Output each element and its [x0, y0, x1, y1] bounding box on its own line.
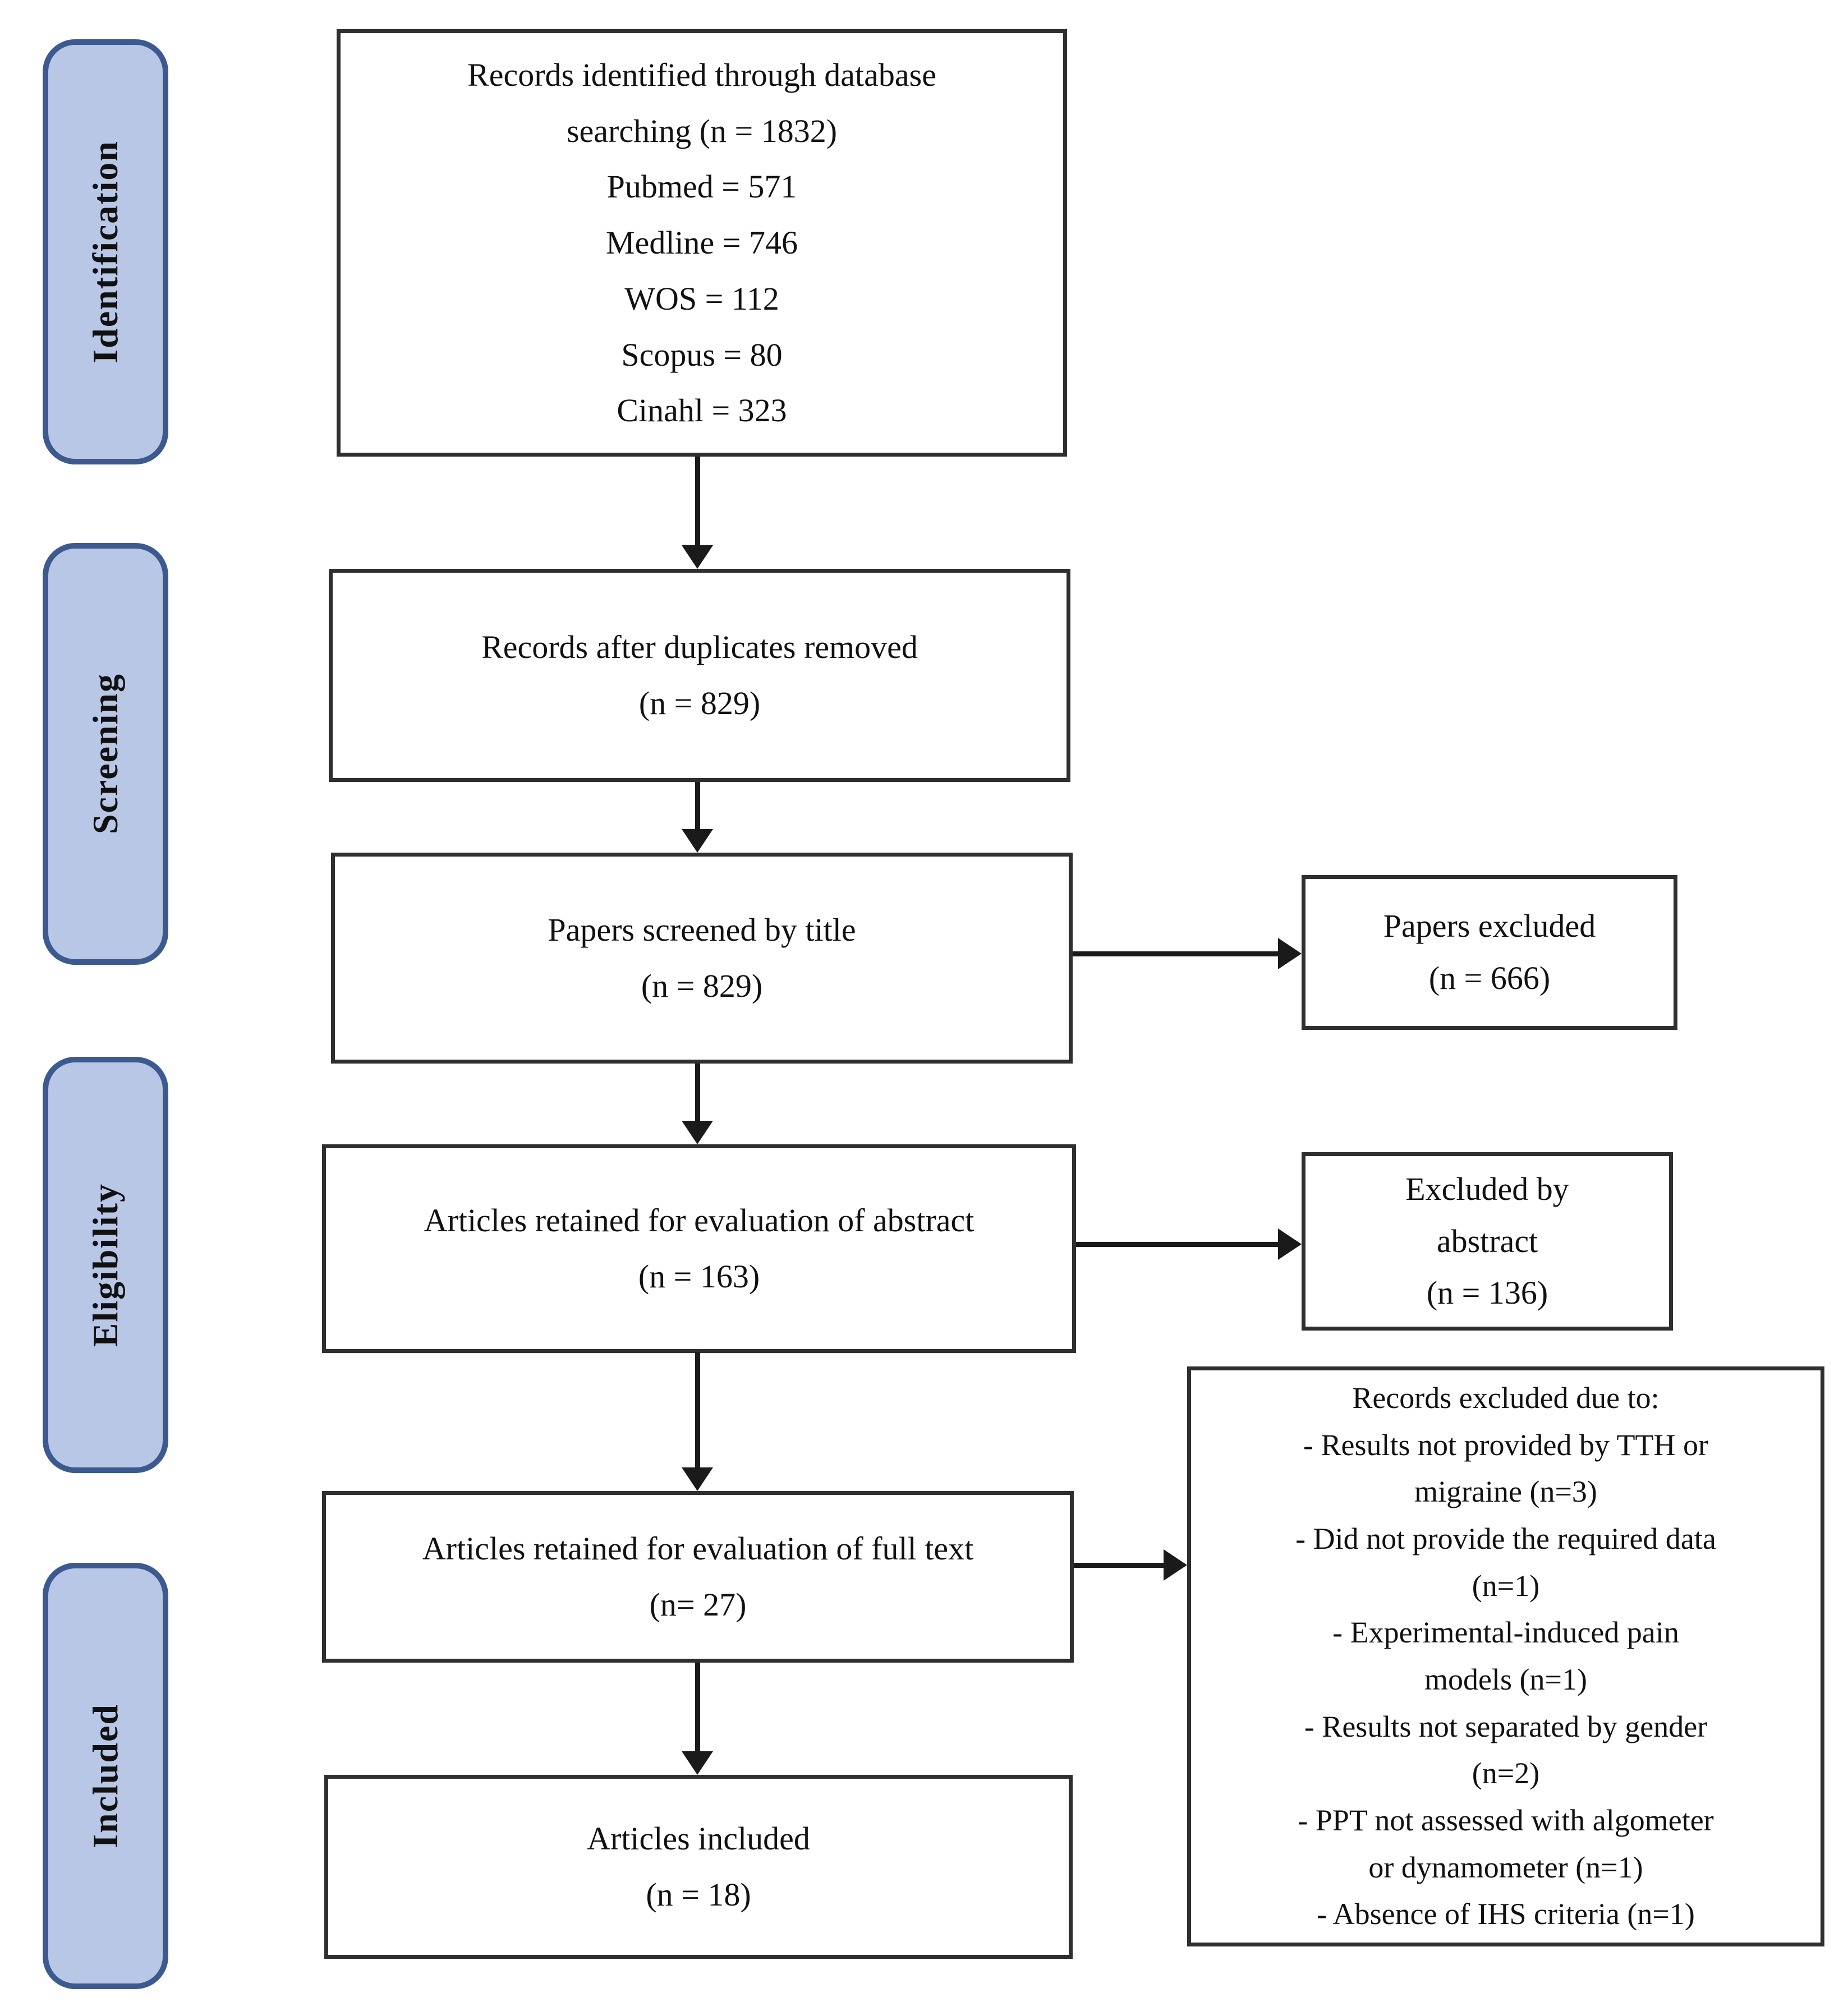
- arrow-shaft: [695, 457, 700, 545]
- arrow-shaft: [695, 1663, 700, 1751]
- arrow-shaft: [1073, 951, 1278, 956]
- box-excluded-by-abstract: Excluded by abstract (n = 136): [1302, 1152, 1673, 1331]
- box-retained-abstract: Articles retained for evaluation of abst…: [322, 1144, 1076, 1353]
- box-papers-excluded: Papers excluded (n = 666): [1302, 875, 1677, 1030]
- arrow-shaft: [695, 782, 700, 829]
- arrow-identified-to-duplicates: [682, 457, 713, 569]
- stage-included: Included: [43, 1563, 168, 1989]
- box-records-excluded-reasons: Records excluded due to: - Results not p…: [1187, 1366, 1824, 1946]
- arrow-shaft: [695, 1352, 700, 1467]
- arrow-title-to-abstract: [682, 1064, 713, 1144]
- arrowhead-right-icon: [1164, 1549, 1187, 1581]
- arrowhead-right-icon: [1278, 1228, 1302, 1260]
- box-records-identified: Records identified through database sear…: [337, 29, 1067, 457]
- box-duplicates-removed: Records after duplicates removed (n = 82…: [329, 569, 1070, 782]
- arrow-fulltext-to-included: [682, 1663, 713, 1775]
- arrow-duplicates-to-title: [682, 782, 713, 853]
- arrowhead-down-icon: [682, 1121, 713, 1144]
- stage-eligibility: Eligibility: [43, 1057, 168, 1473]
- arrow-shaft: [1074, 1562, 1164, 1568]
- arrow-abstract-to-fulltext: [682, 1352, 713, 1491]
- stage-screening-label: Screening: [85, 673, 125, 835]
- stage-screening: Screening: [43, 543, 168, 965]
- box-retained-fulltext: Articles retained for evaluation of full…: [322, 1491, 1074, 1663]
- stage-included-label: Included: [85, 1704, 125, 1848]
- arrow-title-to-papers-excluded: [1073, 938, 1302, 969]
- arrow-fulltext-to-excluded-reasons: [1074, 1549, 1187, 1581]
- arrowhead-down-icon: [682, 829, 713, 853]
- stage-identification: Identification: [43, 39, 168, 464]
- arrowhead-down-icon: [682, 1751, 713, 1775]
- stage-eligibility-label: Eligibility: [85, 1182, 125, 1347]
- arrowhead-down-icon: [682, 1467, 713, 1491]
- stage-identification-label: Identification: [85, 140, 125, 363]
- arrowhead-right-icon: [1278, 938, 1302, 969]
- arrow-shaft: [1076, 1241, 1278, 1247]
- arrow-shaft: [695, 1064, 700, 1121]
- arrowhead-down-icon: [682, 545, 713, 569]
- box-screened-by-title: Papers screened by title (n = 829): [331, 853, 1073, 1064]
- box-articles-included: Articles included (n = 18): [324, 1775, 1073, 1959]
- arrow-abstract-to-excluded-abstract: [1076, 1228, 1302, 1260]
